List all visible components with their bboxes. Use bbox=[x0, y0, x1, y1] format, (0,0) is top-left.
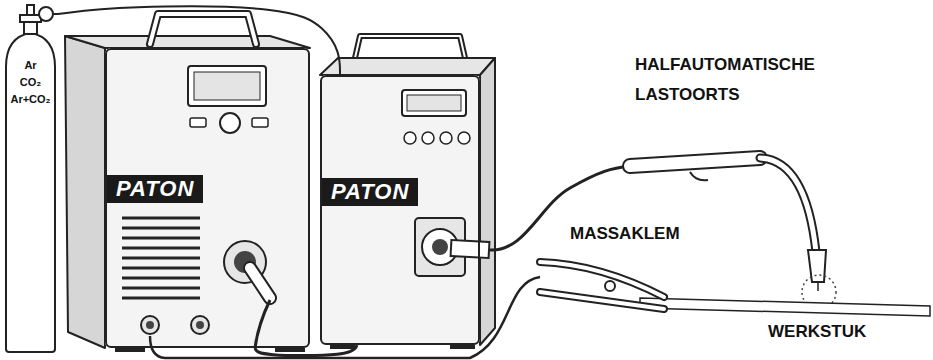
display-frame bbox=[402, 90, 466, 116]
feeder-side bbox=[480, 58, 495, 345]
feeder-handle bbox=[355, 36, 465, 58]
housing-foot bbox=[275, 348, 305, 352]
display-screen bbox=[194, 72, 260, 100]
pressure-gauge bbox=[39, 7, 53, 21]
gas-name: Ar+CO₂ bbox=[10, 93, 50, 107]
brand-plate: PATON bbox=[107, 175, 203, 203]
housing-foot bbox=[330, 345, 355, 349]
output-socket bbox=[196, 321, 204, 329]
panel-button bbox=[440, 132, 452, 144]
cable-plug bbox=[250, 268, 270, 298]
torch-handle bbox=[630, 158, 760, 166]
panel-button bbox=[404, 132, 416, 144]
brand-plate: PATON bbox=[322, 178, 418, 206]
gas-hose bbox=[58, 7, 340, 75]
housing-foot bbox=[115, 348, 145, 352]
euro-connector bbox=[432, 239, 448, 255]
feeder-front bbox=[320, 75, 480, 345]
cable-plug bbox=[250, 268, 270, 298]
ground-cable bbox=[150, 277, 540, 358]
front-panel bbox=[105, 48, 310, 348]
part-label: WERKSTUK bbox=[768, 322, 866, 342]
feeder-handle bbox=[355, 36, 465, 58]
gas-outlet bbox=[53, 13, 58, 15]
display-frame bbox=[188, 66, 266, 106]
panel-button bbox=[252, 118, 268, 127]
feeder-top bbox=[320, 58, 495, 75]
torch-neck bbox=[760, 158, 816, 252]
part-label: HALFAUTOMATISCHE LASTOORTS bbox=[635, 50, 860, 110]
power-source: PATON bbox=[105, 48, 310, 348]
gas-name: CO₂ bbox=[20, 76, 41, 90]
torch-neck bbox=[760, 158, 816, 252]
torch-handle bbox=[630, 158, 760, 166]
gas-cylinder-outline bbox=[3, 3, 58, 354]
control-knob bbox=[220, 113, 240, 133]
output-socket bbox=[146, 321, 154, 329]
carry-handle bbox=[150, 14, 256, 44]
panel-button bbox=[422, 132, 434, 144]
vent-grille bbox=[122, 218, 200, 298]
gas-cylinder: ArCO₂ Ar+CO₂ bbox=[3, 3, 58, 354]
workpiece-plate bbox=[640, 298, 930, 316]
panel-button bbox=[458, 132, 470, 144]
cylinder-valve bbox=[20, 15, 41, 22]
gas-name: Ar bbox=[24, 59, 36, 73]
wire-feeder: PATON bbox=[320, 75, 480, 345]
housing-foot bbox=[450, 345, 475, 349]
interconnect-cable bbox=[255, 300, 270, 348]
part-label: MASSAKLEM bbox=[570, 224, 680, 244]
output-socket bbox=[141, 316, 159, 334]
clamp-pivot bbox=[605, 281, 615, 291]
panel-button bbox=[190, 118, 206, 127]
torch-trigger bbox=[690, 172, 708, 180]
carry-handle bbox=[150, 14, 256, 44]
display-screen bbox=[407, 95, 461, 111]
clamp-arm bbox=[540, 292, 664, 309]
valve-knob bbox=[27, 5, 34, 15]
torch-plug bbox=[450, 248, 490, 250]
output-socket bbox=[191, 316, 209, 334]
clamp-arm bbox=[540, 292, 664, 309]
housing-side bbox=[65, 36, 105, 348]
housing-top bbox=[65, 36, 310, 48]
cylinder-body bbox=[6, 33, 55, 352]
torch-plug bbox=[452, 248, 488, 250]
welding-wire bbox=[817, 282, 819, 291]
